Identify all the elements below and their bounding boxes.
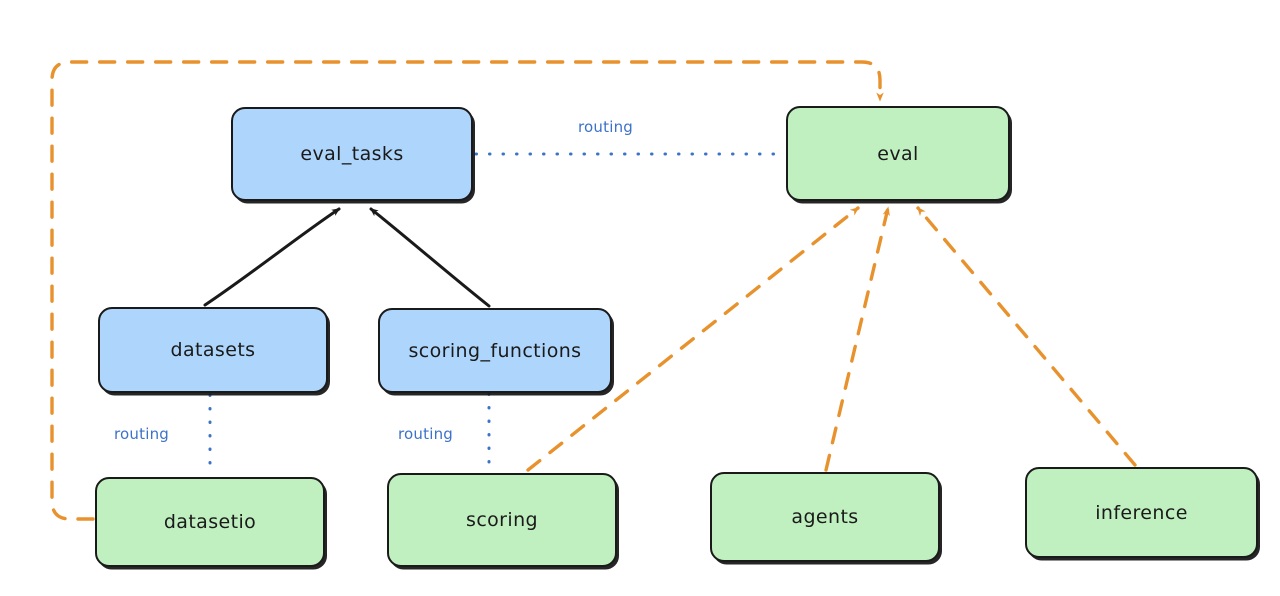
node-inference[interactable]: inference xyxy=(1025,467,1258,558)
edge-label-routing-datasetio: routing xyxy=(114,425,169,443)
node-label: agents xyxy=(791,506,859,528)
edge-agents-to-eval-dependency xyxy=(824,206,890,472)
node-scoring-functions[interactable]: scoring_functions xyxy=(378,308,612,393)
node-label: inference xyxy=(1095,501,1188,524)
node-agents[interactable]: agents xyxy=(710,472,940,562)
node-label: datasets xyxy=(170,339,256,361)
edge-inference-to-eval-dependency xyxy=(916,206,1137,467)
node-label: scoring_functions xyxy=(408,339,582,362)
node-label: datasetio xyxy=(163,511,257,533)
node-eval-tasks[interactable]: eval_tasks xyxy=(231,107,473,201)
edge-scoring-functions-to-eval-tasks xyxy=(369,207,491,308)
node-datasets[interactable]: datasets xyxy=(98,307,328,393)
edge-label-routing-eval: routing xyxy=(578,118,633,136)
node-label: eval xyxy=(877,142,919,165)
node-eval[interactable]: eval xyxy=(786,106,1010,201)
edge-label-routing-scoring: routing xyxy=(398,425,453,443)
node-scoring[interactable]: scoring xyxy=(387,473,617,567)
node-label: eval_tasks xyxy=(300,143,404,165)
node-label: scoring xyxy=(466,509,538,531)
node-datasetio[interactable]: datasetio xyxy=(95,477,325,567)
edge-datasets-to-eval-tasks xyxy=(203,207,341,307)
